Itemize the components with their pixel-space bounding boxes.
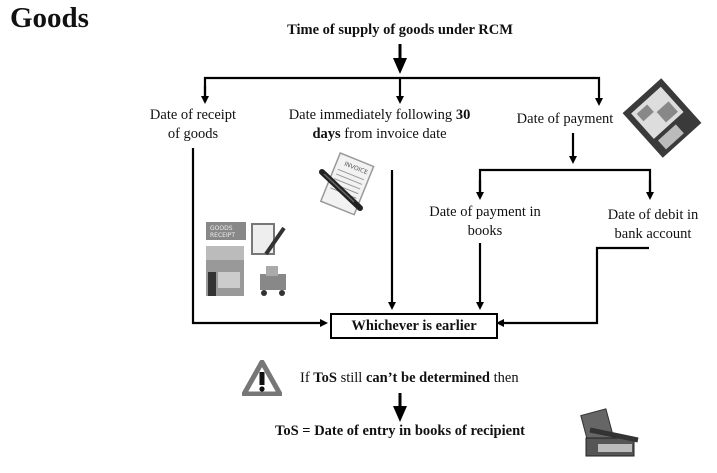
result-box: Whichever is earlier xyxy=(330,313,498,339)
text-bold: can’t be determined xyxy=(365,370,490,386)
line1: Date of payment in xyxy=(429,204,541,220)
branch-bar xyxy=(203,76,603,106)
node-thirty-days: Date immediately following 30 days from … xyxy=(272,106,487,144)
text-bold: days xyxy=(312,126,341,142)
node-payment-books: Date of payment in books xyxy=(420,203,550,241)
card-payment-icon xyxy=(622,78,702,158)
line1: Date of debit in xyxy=(607,207,699,223)
node-receipt: Date of receipt of goods xyxy=(128,106,258,144)
receipt-label: RECEIPT xyxy=(210,232,235,239)
invoice-icon: INVOICE xyxy=(319,152,375,216)
page-title: Goods xyxy=(10,2,89,34)
final-result: ToS = Date of entry in books of recipien… xyxy=(275,423,525,439)
line2: books xyxy=(467,223,503,239)
receipt-to-box xyxy=(191,148,328,327)
bank-to-box xyxy=(496,246,649,327)
node-payment: Date of payment xyxy=(516,111,614,127)
fallback-condition: If ToS still can’t be determined then xyxy=(300,370,519,387)
text-bold: ToS xyxy=(313,370,337,386)
text: If xyxy=(300,370,314,386)
text: then xyxy=(490,370,519,386)
node-bank-debit: Date of debit in bank account xyxy=(598,206,708,244)
root-node: Time of supply of goods under RCM xyxy=(287,22,513,38)
goods-receipt-icon: GOODS RECEIPT xyxy=(206,222,286,296)
node-receipt-line2: of goods xyxy=(167,126,219,142)
goods-label: GOODS xyxy=(210,225,233,232)
text: from invoice date xyxy=(340,126,447,142)
warning-icon xyxy=(242,360,282,396)
text-bold: 30 xyxy=(455,107,471,123)
node-receipt-line1: Date of receipt xyxy=(149,107,237,123)
text: Date immediately following xyxy=(288,107,456,123)
text: still xyxy=(336,370,366,386)
ledger-books-icon xyxy=(580,408,639,457)
payment-split xyxy=(478,168,652,196)
line2: bank account xyxy=(614,226,692,242)
